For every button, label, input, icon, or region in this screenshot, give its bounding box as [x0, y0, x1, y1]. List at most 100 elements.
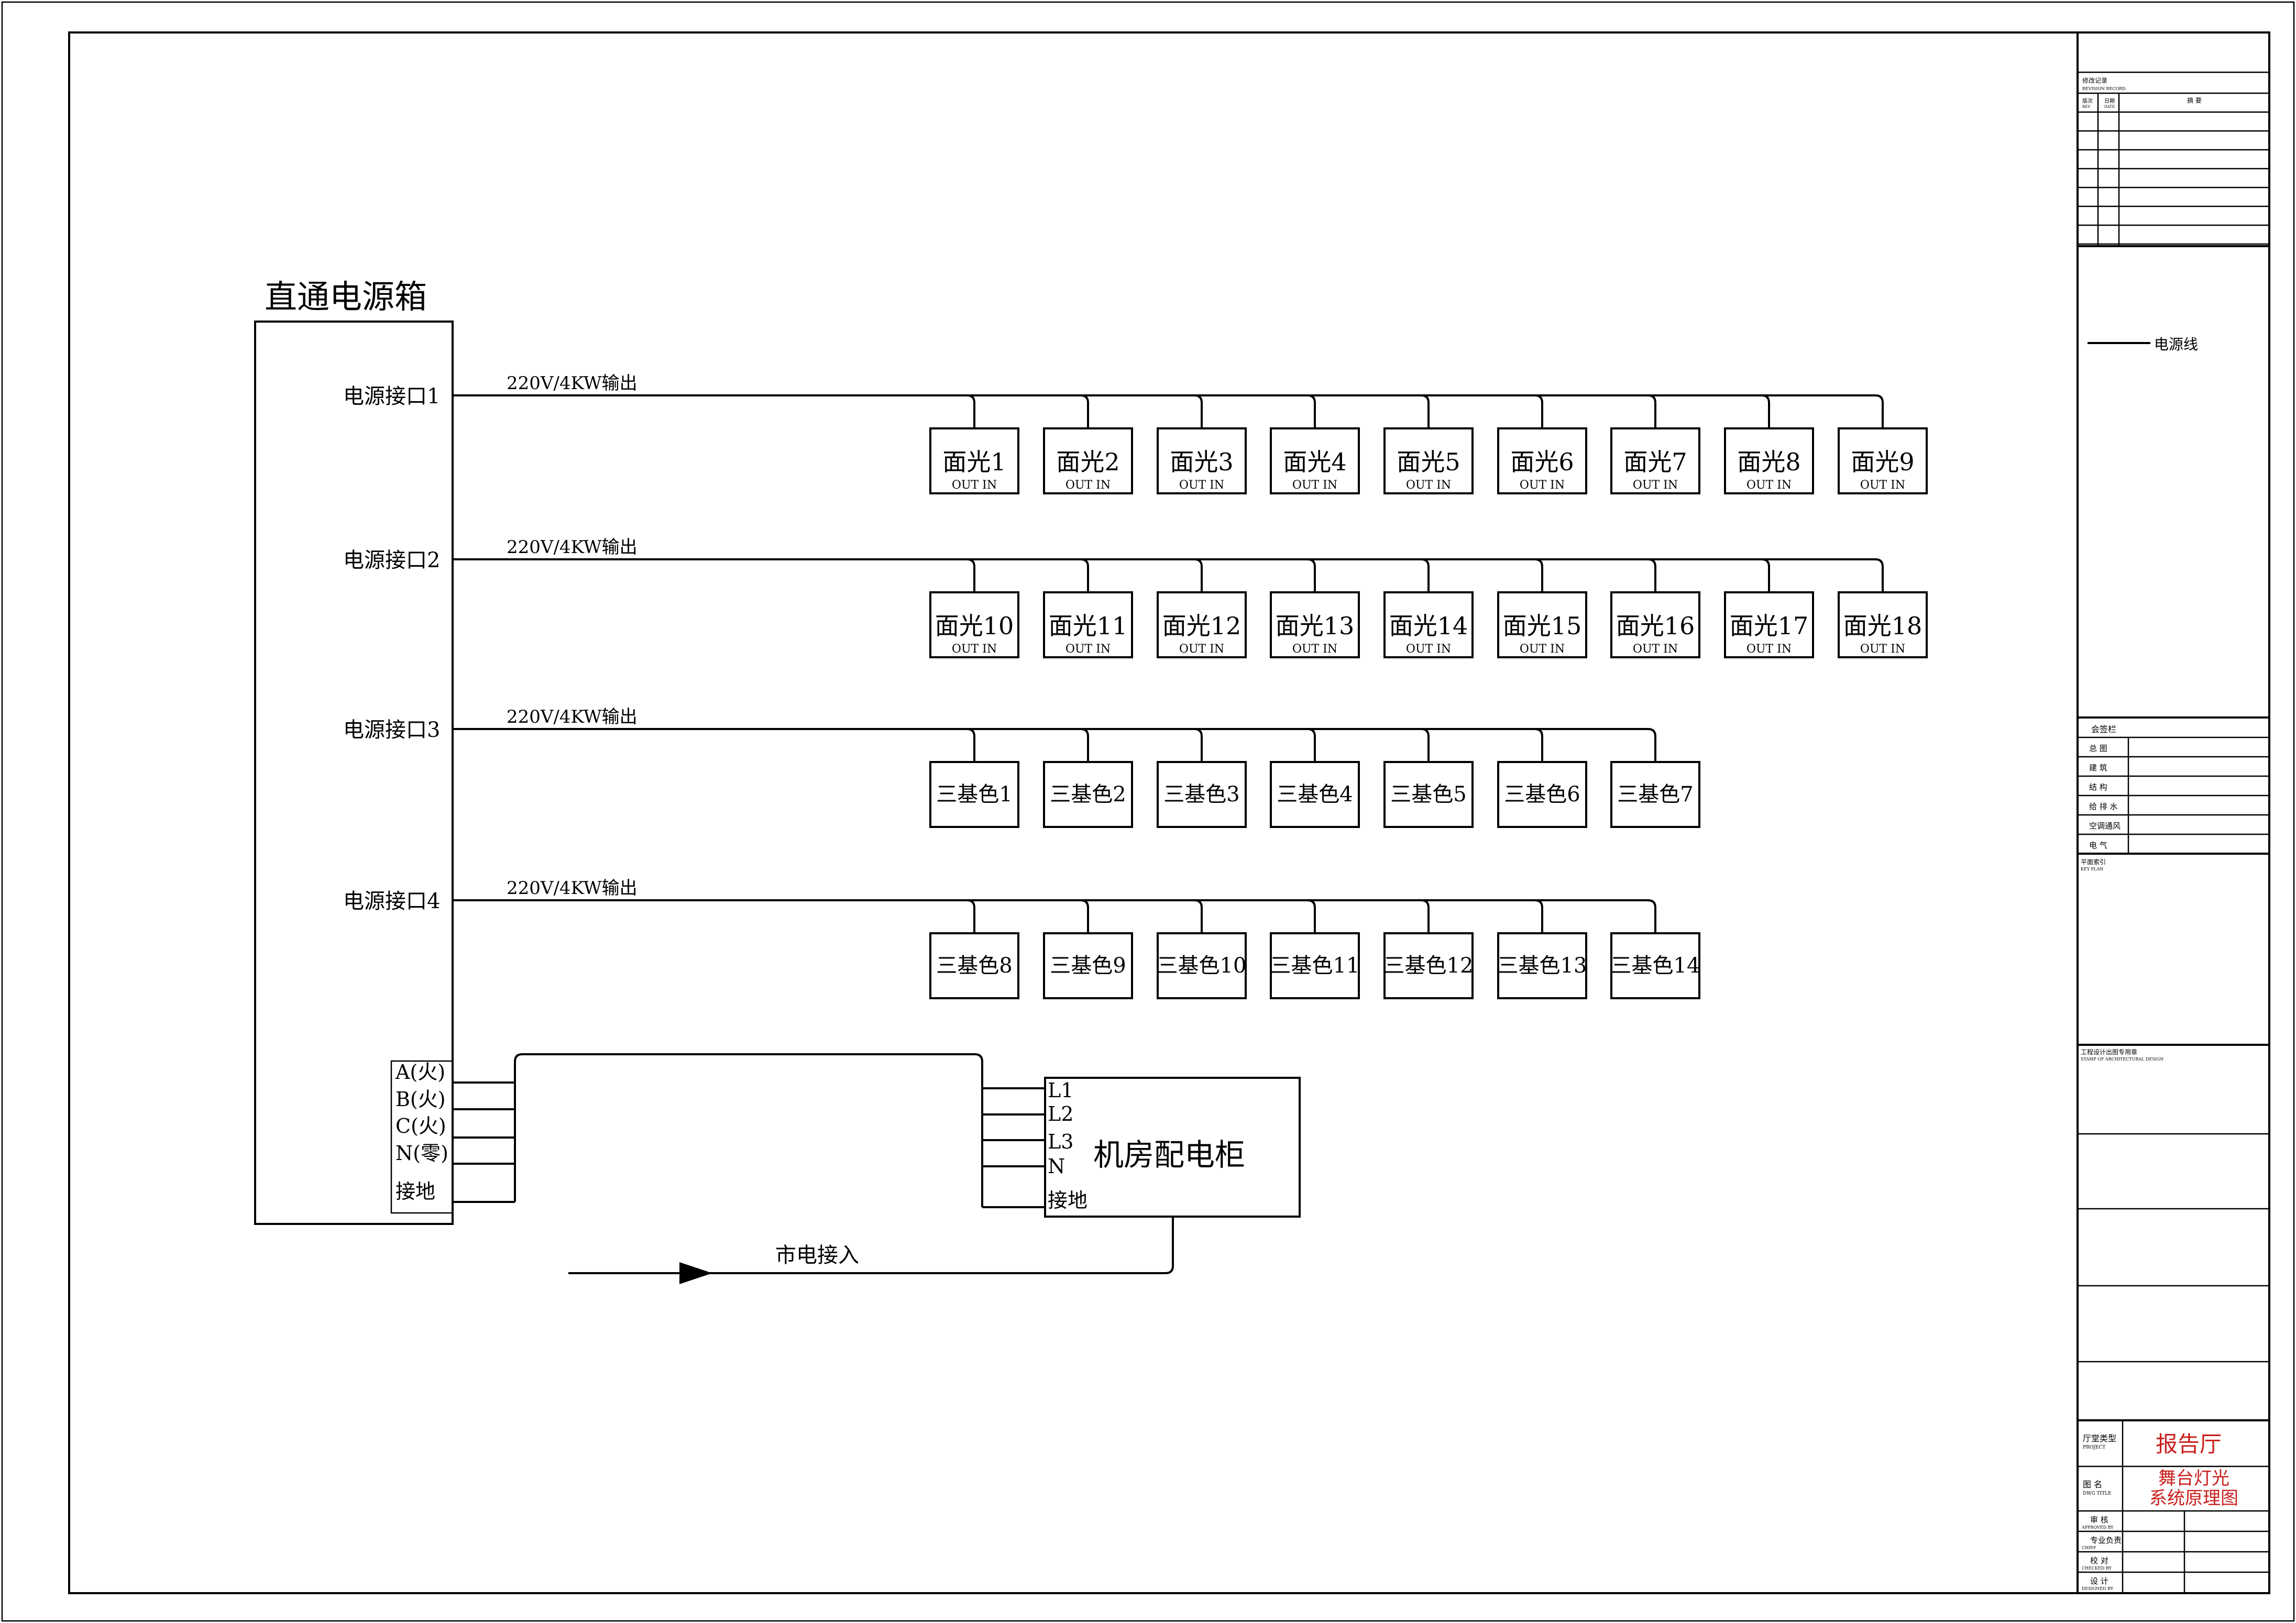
date-col-label: 日期	[2104, 98, 2115, 104]
mains-feed: 市电接入	[568, 1217, 1174, 1284]
fixture-label: 面光10	[935, 612, 1014, 640]
mains-arrow-icon	[679, 1262, 712, 1284]
port-label: 电源接口1	[343, 384, 440, 408]
fixture-box: 三基色2	[1043, 728, 1133, 828]
fixture-rect	[1610, 591, 1700, 658]
port-label: 电源接口3	[343, 718, 440, 742]
fixture-label: 三基色2	[1050, 782, 1126, 807]
fixture-label: 三基色3	[1163, 782, 1239, 807]
fixture-io-label: OUT IN	[1520, 643, 1565, 656]
fixture-io-label: OUT IN	[1065, 479, 1111, 492]
approval-label-en: DESIGNED BY	[2082, 1586, 2114, 1591]
output-label: 220V/4KW输出	[507, 878, 638, 899]
cabinet-terminal-label: N	[1048, 1155, 1065, 1178]
fixture-box: 三基色13	[1497, 899, 1587, 999]
drop-line	[1080, 558, 1089, 592]
fixture-label: 面光7	[1623, 448, 1687, 476]
drop-line	[1534, 728, 1543, 762]
fixture-io-label: OUT IN	[1746, 479, 1792, 492]
drop-line	[966, 899, 975, 933]
project-label-en: PROJECT	[2083, 1445, 2105, 1450]
fixture-rect	[1610, 761, 1700, 828]
fixture-rect	[1383, 932, 1474, 999]
approval-label: 校 对	[2090, 1556, 2108, 1565]
approval-label-en: CHECKED BY	[2082, 1566, 2112, 1571]
fixture-label: 面光17	[1730, 612, 1809, 640]
fixture-label: 三基色5	[1390, 782, 1466, 807]
key-plan-label: 平面索引	[2081, 858, 2106, 866]
fixture-label: 三基色4	[1277, 782, 1353, 807]
fixture-label: 面光5	[1397, 448, 1460, 476]
fixture-box: 三基色10	[1157, 899, 1247, 999]
fixture-rect	[929, 761, 1019, 828]
fixture-io-label: OUT IN	[1633, 479, 1678, 492]
fixture-label: 面光1	[942, 448, 1006, 476]
cabinet-terminal-label: 接地	[1048, 1189, 1087, 1212]
fixture-box: 三基色11	[1270, 899, 1360, 999]
fixture-rect	[1043, 591, 1133, 658]
fixture-label: 三基色11	[1270, 954, 1360, 978]
date-col-label-en: DATE	[2104, 105, 2115, 109]
distribution-cabinet: 机房配电柜	[1044, 1077, 1301, 1218]
fixture-rect	[1043, 427, 1133, 494]
fixture-rect	[929, 591, 1019, 658]
drop-line	[1080, 899, 1089, 933]
fixture-box: 三基色12	[1383, 899, 1474, 999]
fixture-label: 三基色10	[1157, 954, 1247, 978]
drop-line	[1194, 558, 1203, 592]
rev-col-label-en: REV	[2082, 105, 2091, 109]
sign-row-label: 电 气	[2089, 841, 2107, 850]
dwg-title-value-2: 系统原理图	[2149, 1488, 2238, 1509]
power-box-title: 直通电源箱	[265, 278, 427, 316]
revision-header-en: REVISION RECORD	[2082, 86, 2126, 91]
drop-line	[966, 558, 975, 592]
dwg-title-label-en: DWG TITLE	[2083, 1491, 2112, 1496]
fixture-rect	[1497, 591, 1587, 658]
fixture-box: 三基色4	[1270, 728, 1360, 828]
project-label: 厅堂类型	[2083, 1433, 2116, 1443]
drop-line	[1647, 394, 1656, 428]
fixture-rect	[1157, 427, 1247, 494]
fixture-rect	[1610, 427, 1700, 494]
source-terminal-label: A(火)	[395, 1061, 445, 1084]
fixture-rect	[1043, 761, 1133, 828]
drop-line	[1080, 394, 1089, 428]
fixture-rect	[1270, 427, 1360, 494]
fixture-label: 三基色12	[1384, 954, 1474, 978]
fixture-label: 面光12	[1162, 612, 1242, 640]
fixture-label: 面光3	[1170, 448, 1233, 476]
fixture-label: 面光18	[1843, 612, 1923, 640]
fixture-rect	[1270, 591, 1360, 658]
stamp-label: 工程设计出图专用章	[2081, 1048, 2137, 1056]
fixture-box: 三基色14	[1610, 932, 1700, 999]
fixture-io-label: OUT IN	[1633, 643, 1678, 656]
port-label: 电源接口2	[343, 548, 440, 572]
fixture-rect	[1157, 932, 1247, 999]
fixture-rect	[1497, 761, 1587, 828]
feed-bus-line	[514, 1053, 983, 1207]
revision-header: 修改记录	[2082, 76, 2107, 84]
fixture-rect	[1838, 427, 1928, 494]
fixture-rect	[1497, 427, 1587, 494]
mains-line	[568, 1217, 1174, 1274]
drop-line	[1534, 394, 1543, 428]
fixture-box: 三基色5	[1383, 728, 1474, 828]
sign-row-label: 结 构	[2089, 782, 2107, 792]
fixture-rect	[1270, 932, 1360, 999]
source-terminal-label: C(火)	[396, 1114, 446, 1138]
